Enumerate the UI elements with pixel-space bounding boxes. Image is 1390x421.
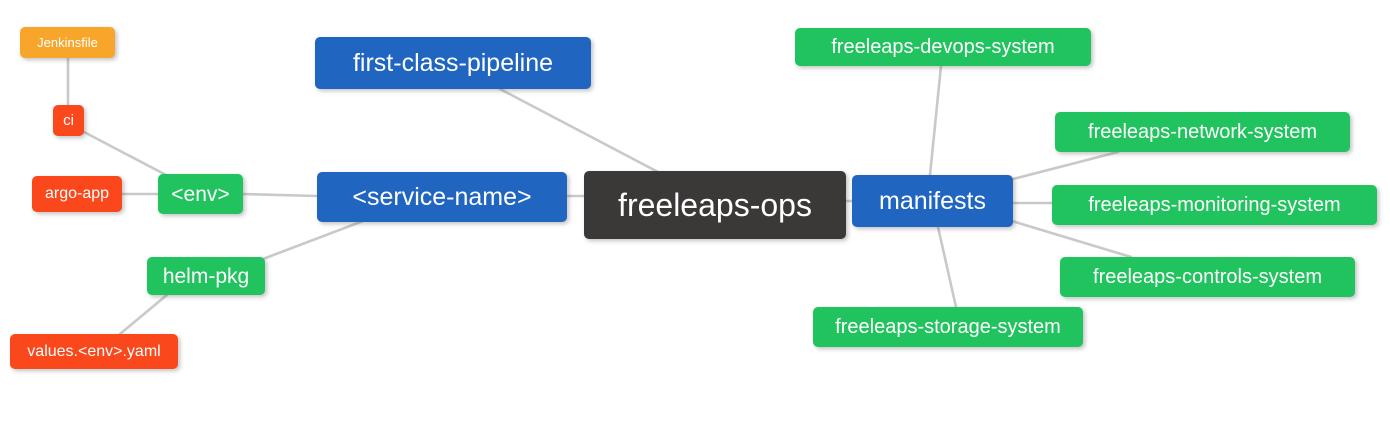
edge-ci-to-env	[82, 130, 170, 178]
node-freeleaps-storage-system[interactable]: freeleaps-storage-system	[813, 307, 1083, 347]
node-freeleaps-monitoring-system[interactable]: freeleaps-monitoring-system	[1052, 185, 1377, 225]
node-label: values.<env>.yaml	[27, 342, 161, 360]
node-label: first-class-pipeline	[352, 48, 554, 77]
node-label: freeleaps-ops	[618, 187, 812, 223]
node-jenkinsfile[interactable]: Jenkinsfile	[20, 27, 115, 58]
node-env[interactable]: <env>	[158, 174, 243, 214]
node-label: <service-name>	[352, 182, 532, 211]
edge-manifests-to-freeleaps-devops-system	[928, 64, 943, 177]
edge-manifests-to-freeleaps-storage-system	[936, 225, 958, 309]
node-ci[interactable]: ci	[53, 105, 84, 136]
node-label: <env>	[171, 182, 230, 206]
node-label: Jenkinsfile	[37, 35, 98, 50]
node-label: manifests	[879, 186, 986, 215]
node-label: argo-app	[44, 185, 110, 202]
node-values-env-yaml[interactable]: values.<env>.yaml	[10, 334, 178, 369]
edge-values-env-yaml-to-helm-pkg	[118, 292, 170, 336]
node-freeleaps-ops[interactable]: freeleaps-ops	[584, 171, 846, 239]
node-freeleaps-controls-system[interactable]: freeleaps-controls-system	[1060, 257, 1355, 297]
edge-helm-pkg-to-service-name	[261, 219, 365, 261]
node-label: freeleaps-monitoring-system	[1088, 194, 1341, 216]
node-manifests[interactable]: manifests	[852, 175, 1013, 227]
node-freeleaps-devops-system[interactable]: freeleaps-devops-system	[795, 28, 1091, 66]
node-argo-app[interactable]: argo-app	[32, 176, 122, 212]
node-label: freeleaps-storage-system	[835, 316, 1061, 338]
node-freeleaps-network-system[interactable]: freeleaps-network-system	[1055, 112, 1350, 152]
edge-manifests-to-freeleaps-controls-system	[1010, 219, 1133, 259]
node-label: helm-pkg	[162, 264, 250, 288]
node-label: freeleaps-devops-system	[831, 36, 1055, 58]
node-service-name[interactable]: <service-name>	[317, 172, 567, 222]
edge-env-to-service-name	[241, 192, 319, 198]
node-helm-pkg[interactable]: helm-pkg	[147, 257, 265, 295]
node-label: freeleaps-controls-system	[1093, 266, 1322, 288]
node-label: ci	[63, 112, 74, 129]
node-first-class-pipeline[interactable]: first-class-pipeline	[315, 37, 591, 89]
node-label: freeleaps-network-system	[1088, 121, 1317, 143]
edge-first-class-pipeline-to-freeleaps-ops	[498, 87, 660, 174]
edge-manifests-to-freeleaps-network-system	[1011, 150, 1120, 181]
